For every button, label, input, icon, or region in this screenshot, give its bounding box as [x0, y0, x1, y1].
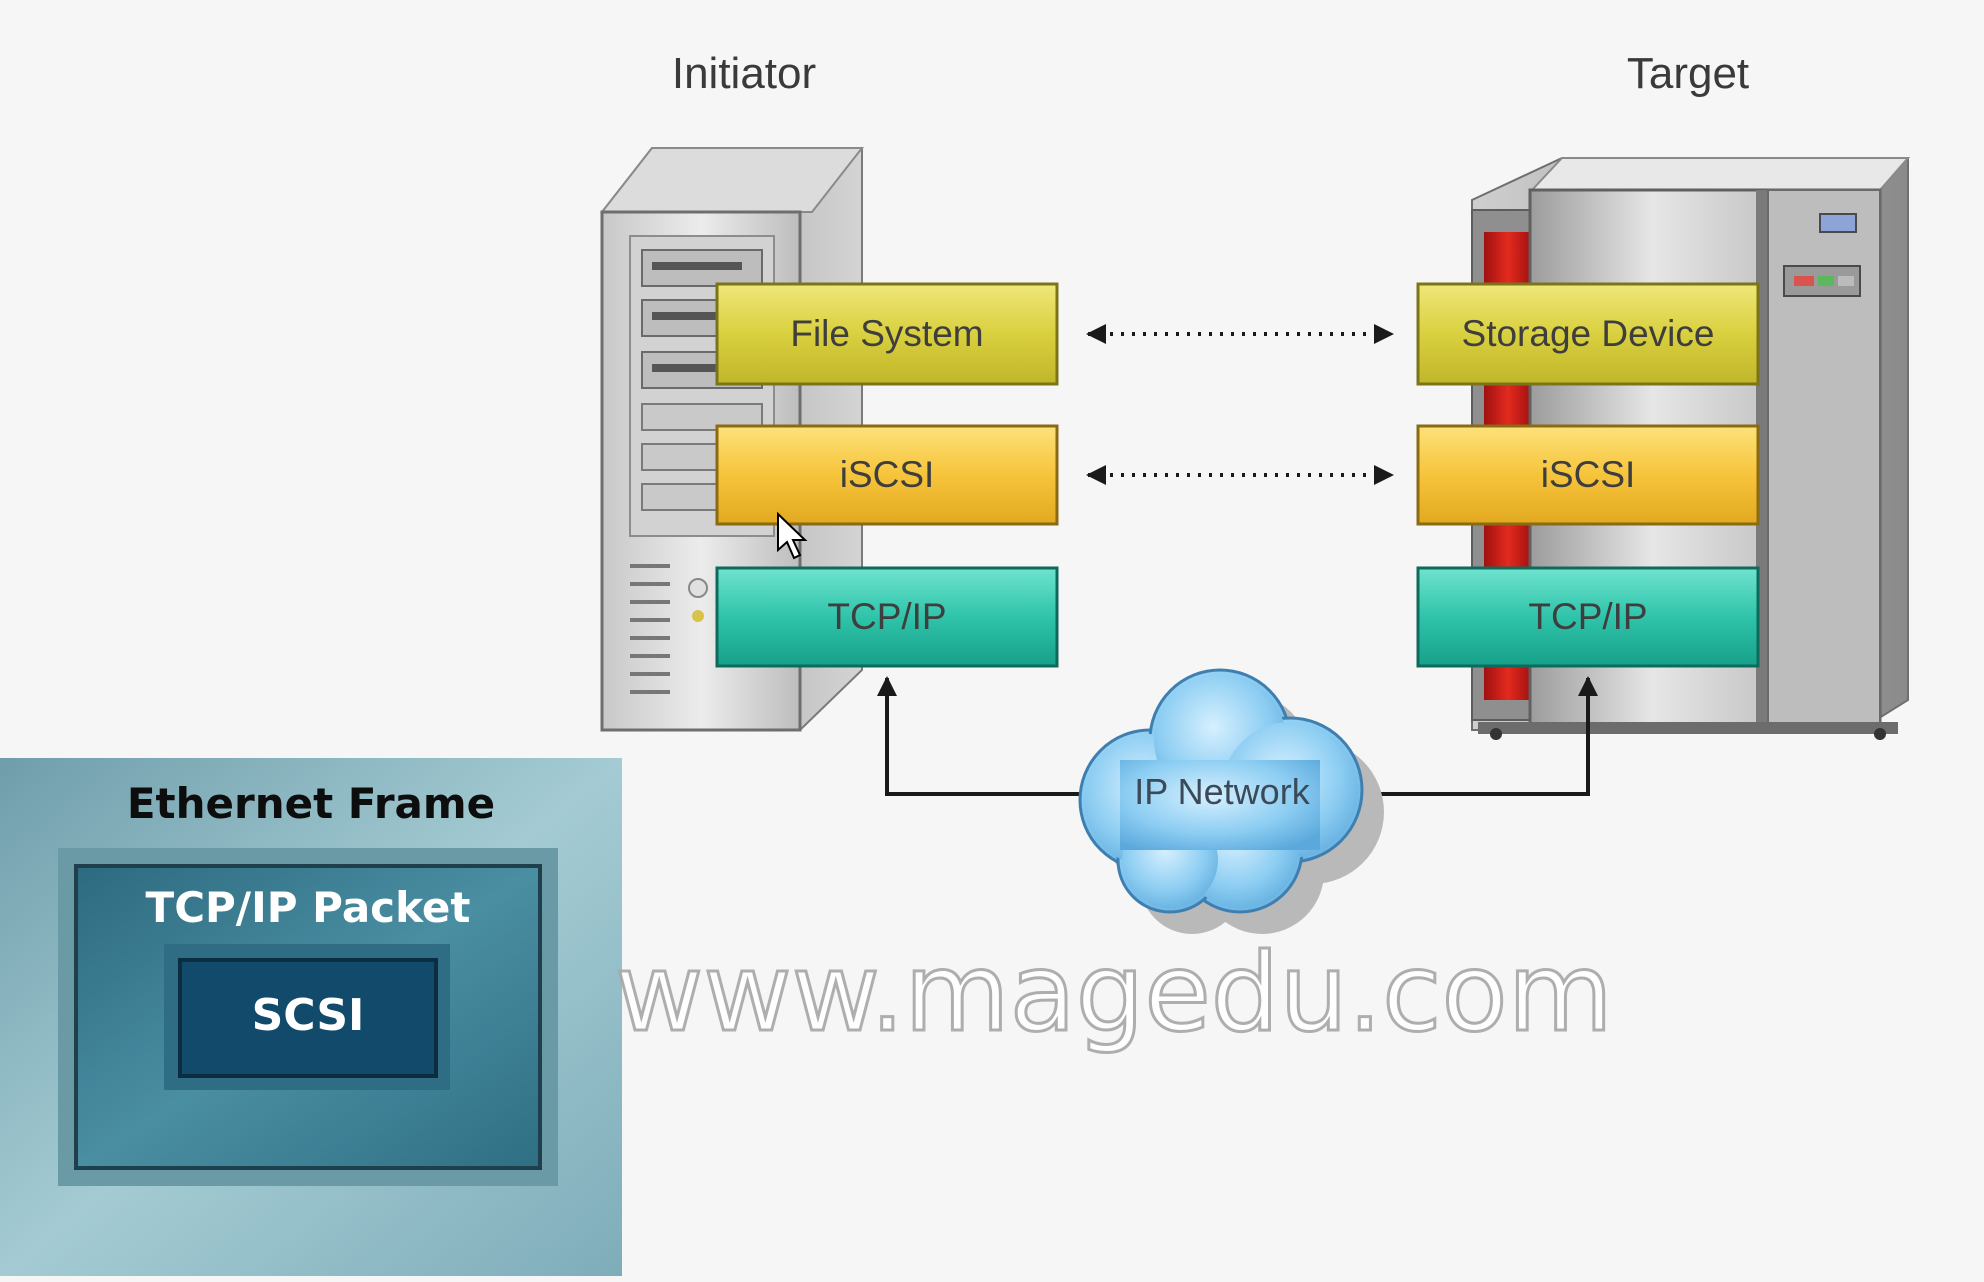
ip-network-cloud-icon: IP Network — [1078, 668, 1384, 934]
tcpip-packet-label: TCP/IP Packet — [146, 883, 471, 932]
target-storage-device-label: Storage Device — [1462, 313, 1715, 354]
target-label: Target — [1627, 49, 1749, 98]
watermark-text: www.magedu.com — [615, 931, 1613, 1056]
initiator-iscsi-layer: iSCSI — [715, 424, 1059, 526]
target-iscsi-label: iSCSI — [1541, 454, 1636, 495]
initiator-file-system-label: File System — [790, 313, 983, 354]
initiator-file-system-layer: File System — [715, 282, 1059, 386]
initiator-tcpip-layer: TCP/IP — [715, 566, 1059, 668]
initiator-network-link — [877, 676, 1090, 796]
initiator-iscsi-label: iSCSI — [840, 454, 935, 495]
target-storage-device-layer: Storage Device — [1416, 282, 1760, 386]
initiator-label: Initiator — [672, 49, 816, 98]
scsi-label: SCSI — [252, 990, 365, 1041]
target-tcpip-layer: TCP/IP — [1416, 566, 1760, 668]
mouse-cursor-icon — [777, 511, 808, 560]
target-iscsi-layer: iSCSI — [1416, 424, 1760, 526]
ethernet-frame-label: Ethernet Frame — [127, 779, 495, 828]
initiator-tcpip-label: TCP/IP — [827, 596, 946, 637]
target-tcpip-label: TCP/IP — [1528, 596, 1647, 637]
target-network-link — [1360, 676, 1598, 796]
ip-network-label: IP Network — [1134, 771, 1310, 812]
encapsulation-panel: Ethernet Frame TCP/IP Packet SCSI — [0, 758, 622, 1276]
